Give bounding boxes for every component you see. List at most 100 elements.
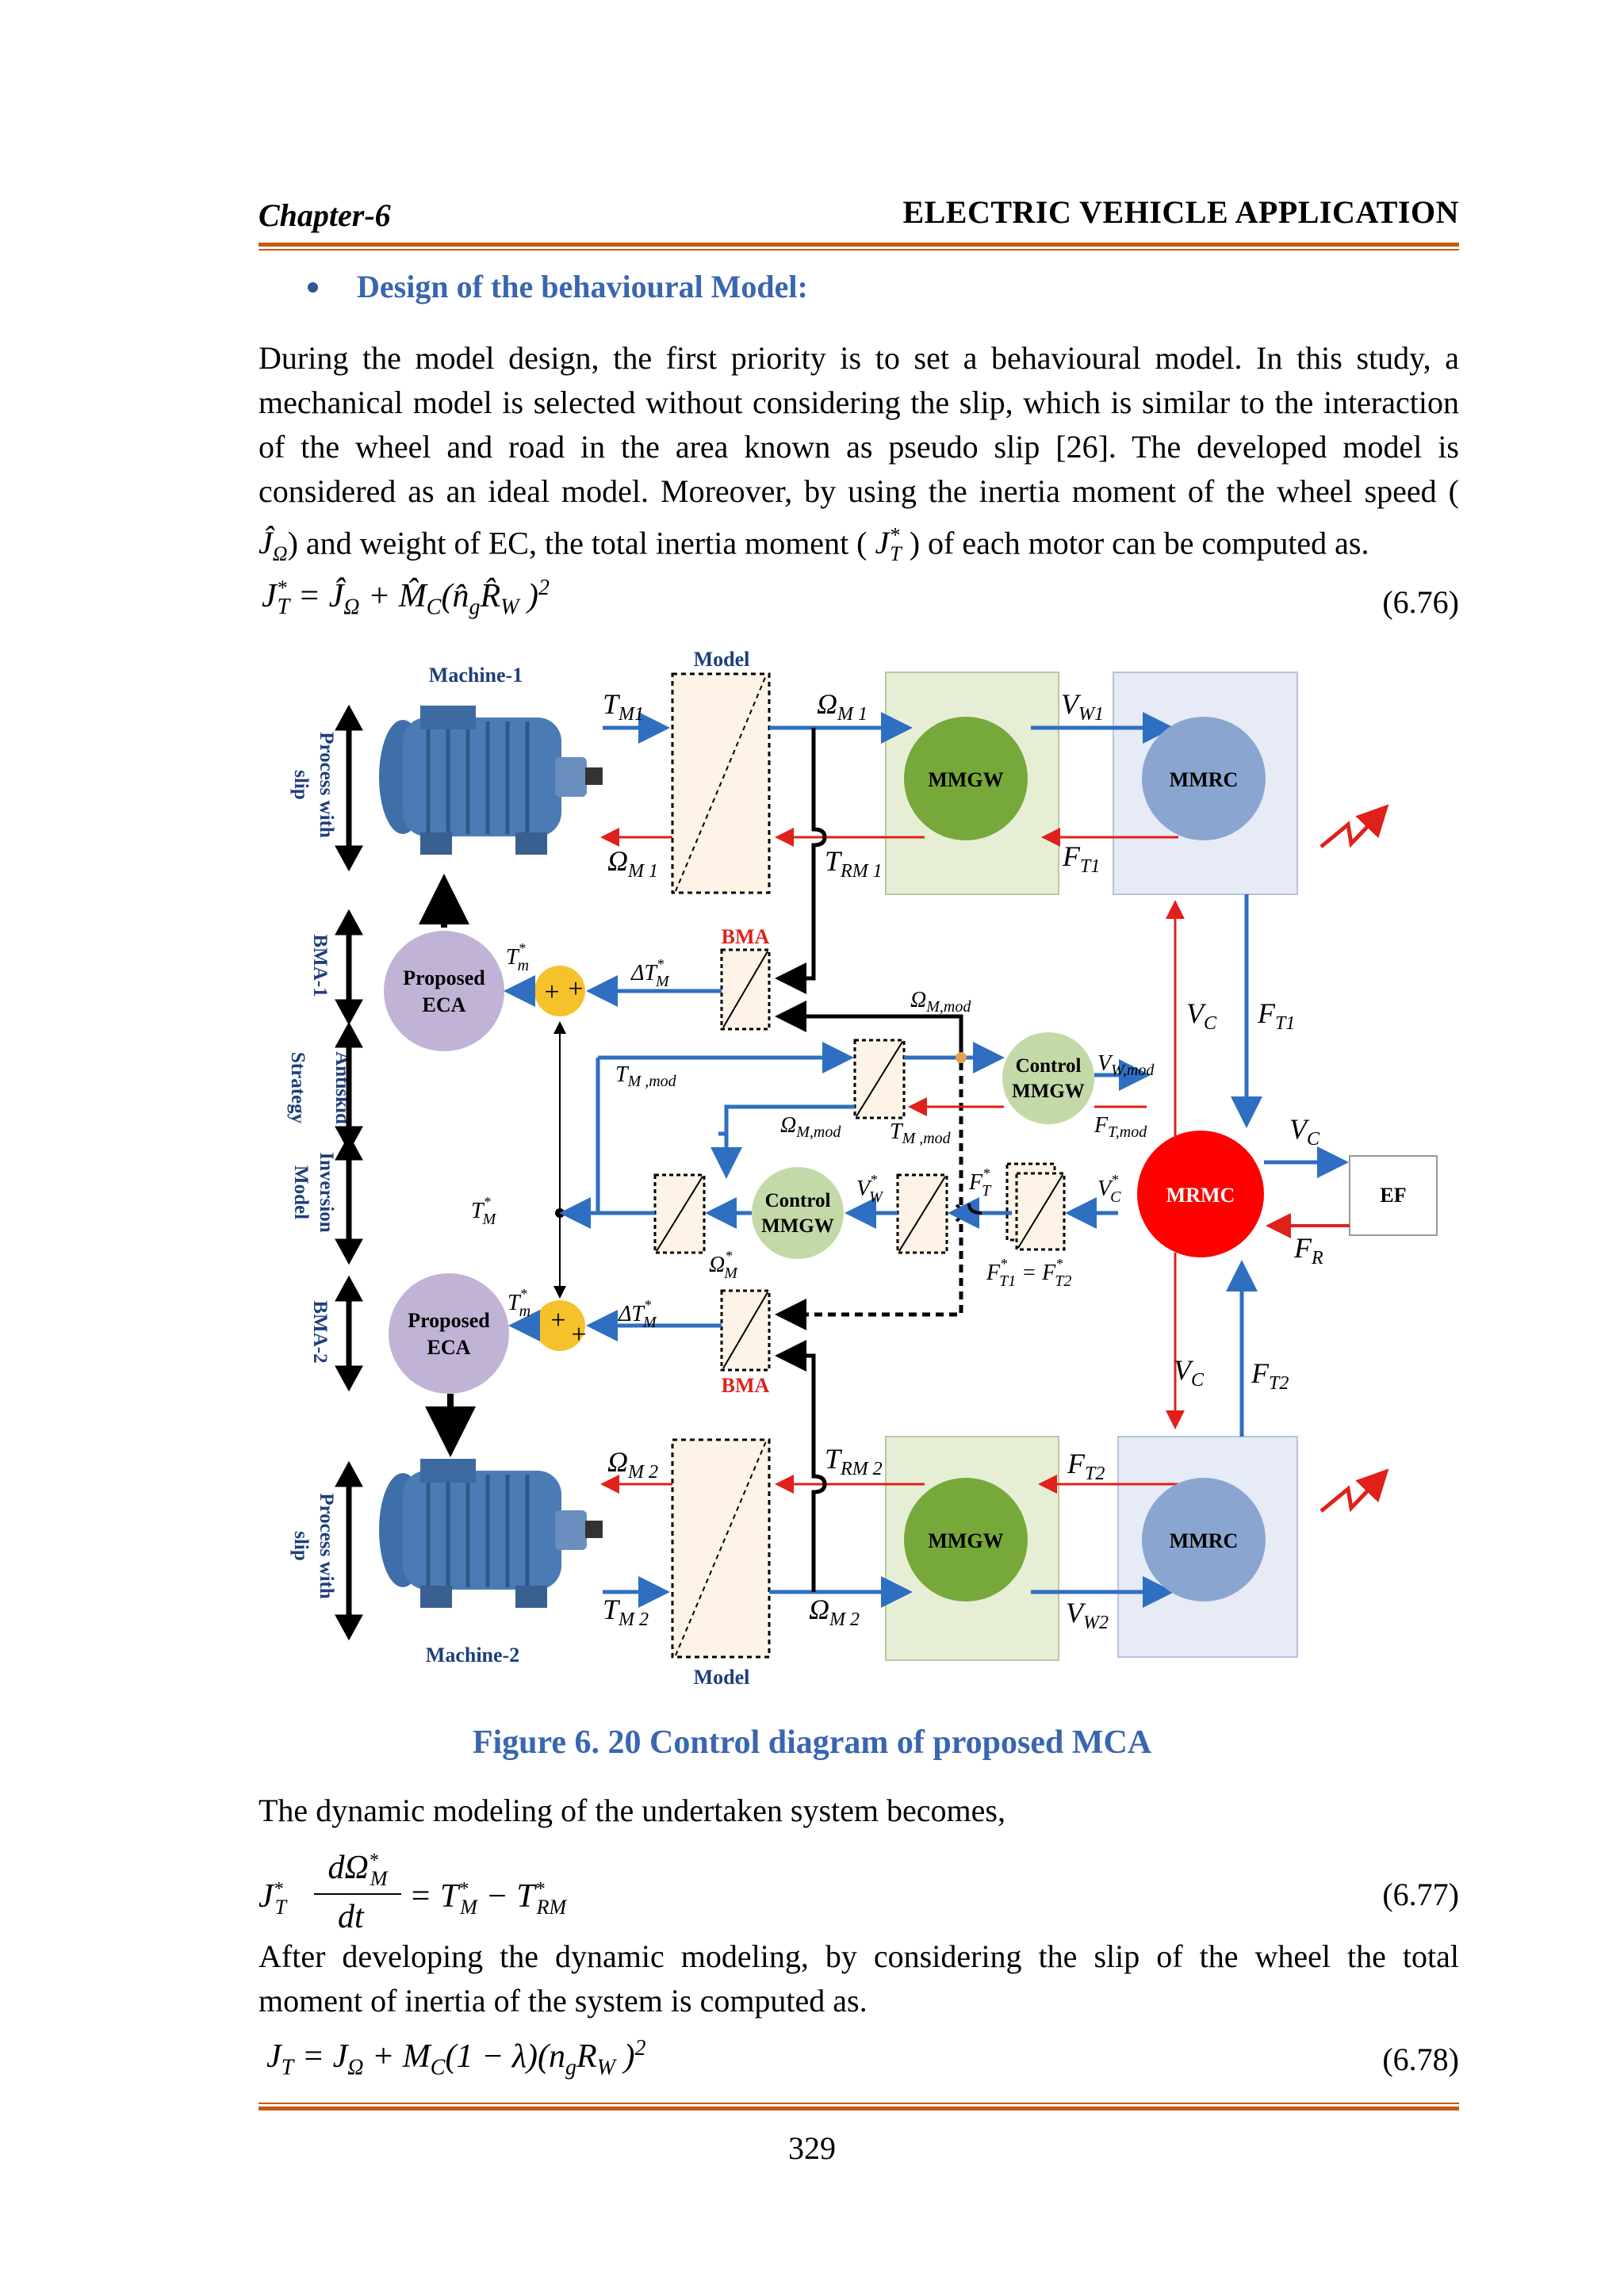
paragraph-line: moment of inertia of the system is compu… (259, 1983, 868, 2019)
paragraph-line: of the wheel and road in the area known … (259, 429, 1459, 465)
svg-text:MMRC: MMRC (1170, 1529, 1239, 1552)
svg-text:MMRC: MMRC (1170, 768, 1239, 791)
label-om2: ΩM 2 (607, 1446, 658, 1483)
process-with-slip-label-top: Process with (316, 732, 337, 838)
footer-rule-thin (259, 2103, 1459, 2104)
control-mmgw-lower (752, 1167, 844, 1259)
running-title: ELECTRIC VEHICLE APPLICATION (902, 194, 1459, 230)
label-tm-star-2: T*m (508, 1286, 530, 1320)
ef-block (1349, 1155, 1438, 1236)
label-trm1: TRM 1 (825, 845, 883, 882)
label-ft-mod: FT,mod (1094, 1113, 1147, 1141)
mrmc-block (1137, 1131, 1264, 1257)
motor-1-image (379, 706, 603, 855)
svg-text:+: + (550, 1306, 565, 1335)
chapter-label: Chapter-6 (259, 197, 391, 233)
proposed-eca-1 (384, 931, 504, 1051)
model-label-top: Model (694, 648, 750, 671)
machine-1-label: Machine-1 (429, 664, 523, 687)
proposed-eca-2 (389, 1273, 509, 1394)
label-vw-star: V*W (856, 1172, 884, 1206)
label-om1-back: ΩM 1 (607, 845, 658, 882)
label-ft1-right: FT1 (1257, 997, 1295, 1034)
label-trm2: TRM 2 (825, 1443, 883, 1479)
header-rule-thin (259, 249, 1459, 251)
label-vc-star: V*C (1097, 1172, 1121, 1206)
mmrc-bottom (1142, 1478, 1266, 1601)
equation-6-78: JT = JΩ + MC(1 − λ)(ngRW )2 (266, 2036, 646, 2080)
svg-text:Proposed: Proposed (408, 1309, 490, 1332)
control-mmgw-upper (1002, 1032, 1094, 1124)
label-vc-2: VC (1289, 1113, 1320, 1150)
slip-label-top: slip (290, 770, 312, 800)
svg-text:+: + (571, 1320, 586, 1349)
label-tm1: TM1 (603, 688, 644, 725)
paragraph-line: considered as an ideal model. Moreover, … (259, 473, 1459, 509)
paragraph-line: During the model design, the first prior… (259, 340, 1459, 376)
label-tm2: TM 2 (603, 1594, 649, 1630)
svg-text:MMGW: MMGW (928, 1529, 1003, 1552)
section-title: Design of the behavioural Model: (357, 269, 808, 304)
label-ft1-top: FT1 (1062, 840, 1100, 877)
lightning-icon-bottom (1320, 1468, 1389, 1513)
paragraph-2: The dynamic modeling of the undertaken s… (259, 1789, 1459, 1833)
svg-text:Proposed: Proposed (403, 966, 485, 989)
svg-text:ECA: ECA (423, 993, 466, 1016)
adder-2 (534, 1300, 585, 1351)
equation-6-77: J*T dΩ*M dt = T*M − T*RM (259, 1850, 567, 1935)
svg-text:BMA: BMA (722, 1374, 770, 1397)
equation-number: (6.76) (1382, 584, 1459, 620)
label-vw1: VW1 (1061, 688, 1104, 725)
slip-label-bottom: slip (290, 1531, 312, 1561)
equation-6-76: J*T = ĴΩ + M̂C(n̂gR̂W )2 (262, 576, 550, 620)
inversion-label: Inversion (316, 1152, 337, 1233)
svg-text:BMA: BMA (722, 925, 770, 948)
label-dtm-star-1: ΔT*M (630, 956, 670, 990)
svg-text:Control: Control (1016, 1055, 1082, 1077)
mmrc-top (1142, 717, 1266, 840)
label-ft2: FT2 (1067, 1448, 1105, 1484)
header-rule-thick (259, 243, 1459, 247)
machine-2-label: Machine-2 (426, 1644, 519, 1667)
page-number: 329 (788, 2130, 836, 2166)
svg-text:MMGW: MMGW (761, 1215, 834, 1237)
label-om-star: Ω*M (709, 1248, 738, 1282)
label-tm-star: T*M (471, 1194, 497, 1228)
equation-number: (6.78) (1382, 2042, 1459, 2077)
inversion-model-label: Model (290, 1165, 312, 1219)
label-ft-star: F*T (968, 1165, 992, 1200)
paragraph-line: mechanical model is selected without con… (259, 385, 1459, 420)
label-ft2-right: FT2 (1251, 1357, 1289, 1394)
svg-text:ECA: ECA (427, 1336, 471, 1359)
bma-1-label: BMA-1 (309, 934, 331, 997)
label-tm-mod: TM ,mod (615, 1062, 677, 1090)
label-vw-mod: VW,mod (1097, 1051, 1155, 1079)
svg-text:MMGW: MMGW (928, 768, 1003, 791)
mmgw-top (904, 717, 1028, 840)
svg-text:+: + (568, 974, 583, 1004)
svg-text:MMGW: MMGW (1012, 1081, 1085, 1102)
label-dtm-star-2: ΔT*M (618, 1297, 657, 1331)
paragraph-3: After developing the dynamic modeling, b… (259, 1934, 1459, 2023)
label-ft1-eq-ft2: F*T1 = F*T2 (986, 1256, 1071, 1290)
adder-1 (534, 966, 585, 1016)
svg-text:+: + (544, 978, 559, 1007)
process-with-slip-label-bottom: Process with (316, 1493, 337, 1599)
motor-2-image (379, 1459, 603, 1608)
paragraph-1: During the model design, the first prior… (259, 336, 1459, 576)
paragraph-line: The dynamic modeling of the undertaken s… (259, 1793, 1005, 1828)
label-vc-3: VC (1174, 1354, 1205, 1391)
label-vc-1: VC (1186, 997, 1217, 1034)
lightning-icon-top (1320, 804, 1389, 848)
footer-rule-thick (259, 2107, 1459, 2110)
paragraph-line: After developing the dynamic modeling, b… (259, 1938, 1459, 1974)
model-label-bottom: Model (694, 1666, 750, 1689)
svg-text:Control: Control (765, 1190, 831, 1211)
label-vw2: VW2 (1066, 1597, 1109, 1633)
bullet-icon (308, 282, 318, 293)
equation-number: (6.77) (1382, 1877, 1459, 1912)
label-tm-star-1: T*m (506, 940, 529, 974)
label-fr: FR (1293, 1232, 1323, 1269)
label-om1: ΩM 1 (817, 688, 868, 725)
